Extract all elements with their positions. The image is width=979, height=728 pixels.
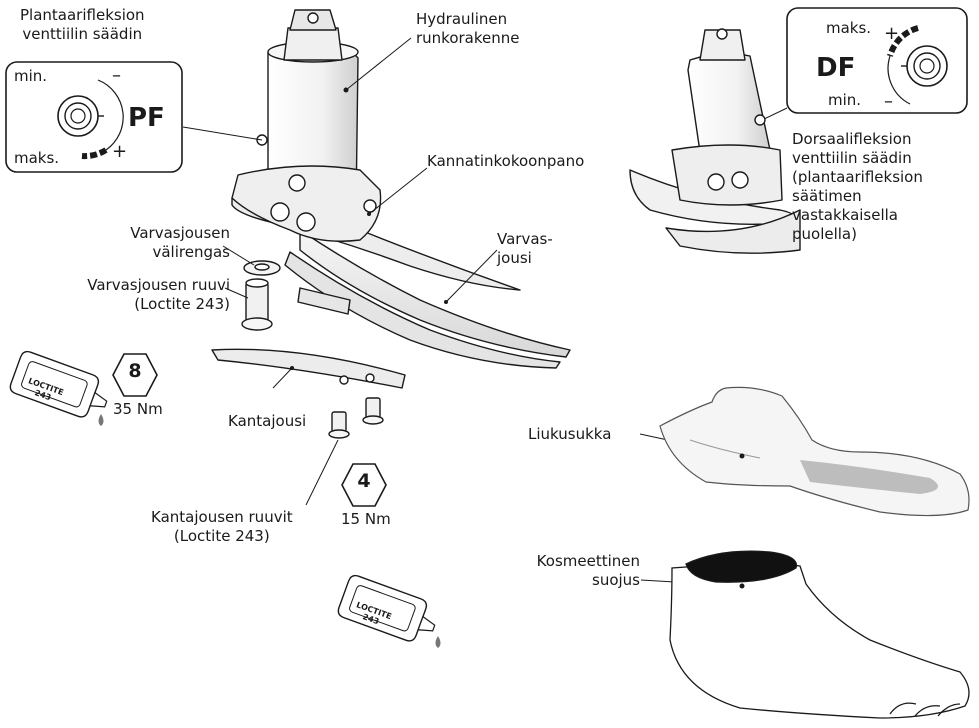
heel-bolt-1 (271, 203, 289, 221)
label-heel-spring: Kantajousi (228, 412, 306, 431)
pyramid-screw (308, 13, 318, 23)
pf-plus-sign: + (112, 142, 127, 161)
pivot-bolt-1 (289, 175, 305, 191)
pf-min-label: min. (14, 68, 47, 84)
heel-spring-screw-1 (332, 412, 346, 432)
label-heel-spring-screws: Kantajousen ruuvit (Loctite 243) (151, 508, 293, 546)
df-housing (672, 145, 782, 205)
df-minus-sign: – (884, 92, 893, 111)
label-df-valve-adjuster: Dorsaalifleksion venttiilin säädin (plan… (792, 130, 923, 244)
df-dial-callout (787, 8, 967, 113)
loctite-drop-1 (99, 414, 104, 426)
df-valve-screw (755, 115, 765, 125)
heel-spring-part (212, 349, 405, 388)
label-pf-valve-adjuster: Plantaarifleksion venttiilin säädin (20, 6, 145, 44)
label-heel-assembly: Kannatinkokoonpano (427, 152, 584, 171)
label-toe-spring-washer: Varvasjousen välirengas (70, 224, 230, 262)
df-plus-sign: + (884, 24, 899, 43)
df-assembly-view (630, 29, 800, 253)
df-min-label: min. (828, 92, 861, 108)
torque-heel-value: 15 Nm (341, 510, 391, 529)
loctite-drop-2 (436, 636, 441, 648)
sock-illustration (660, 387, 969, 515)
pf-max-label: maks. (14, 150, 59, 166)
df-code-label: DF (816, 54, 855, 82)
label-hydraulic-body: Hydraulinen runkorakenne (416, 10, 520, 48)
torque-toe-hex-value: 8 (115, 362, 155, 381)
label-toe-spring-screw: Varvasjousen ruuvi (Loctite 243) (20, 276, 230, 314)
heel-bolt-2 (297, 213, 315, 231)
pf-code-label: PF (128, 104, 165, 132)
df-hydraulic-body (688, 54, 770, 156)
pf-minus-sign: – (112, 66, 121, 85)
label-sock: Liukusukka (528, 425, 611, 444)
torque-heel-hex-value: 4 (344, 472, 384, 491)
main-assembly (212, 10, 570, 438)
df-max-label: maks. (826, 20, 871, 36)
label-toe-spring: Varvas- jousi (497, 230, 553, 268)
hydraulic-collar (284, 28, 342, 60)
heel-spring-screw-2 (366, 398, 380, 418)
torque-toe-value: 35 Nm (113, 400, 163, 419)
label-cosmetic-cover: Kosmeettinen suojus (470, 552, 640, 590)
toe-spring-screw-part (246, 282, 268, 322)
cosmetic-cover-illustration (670, 551, 969, 718)
